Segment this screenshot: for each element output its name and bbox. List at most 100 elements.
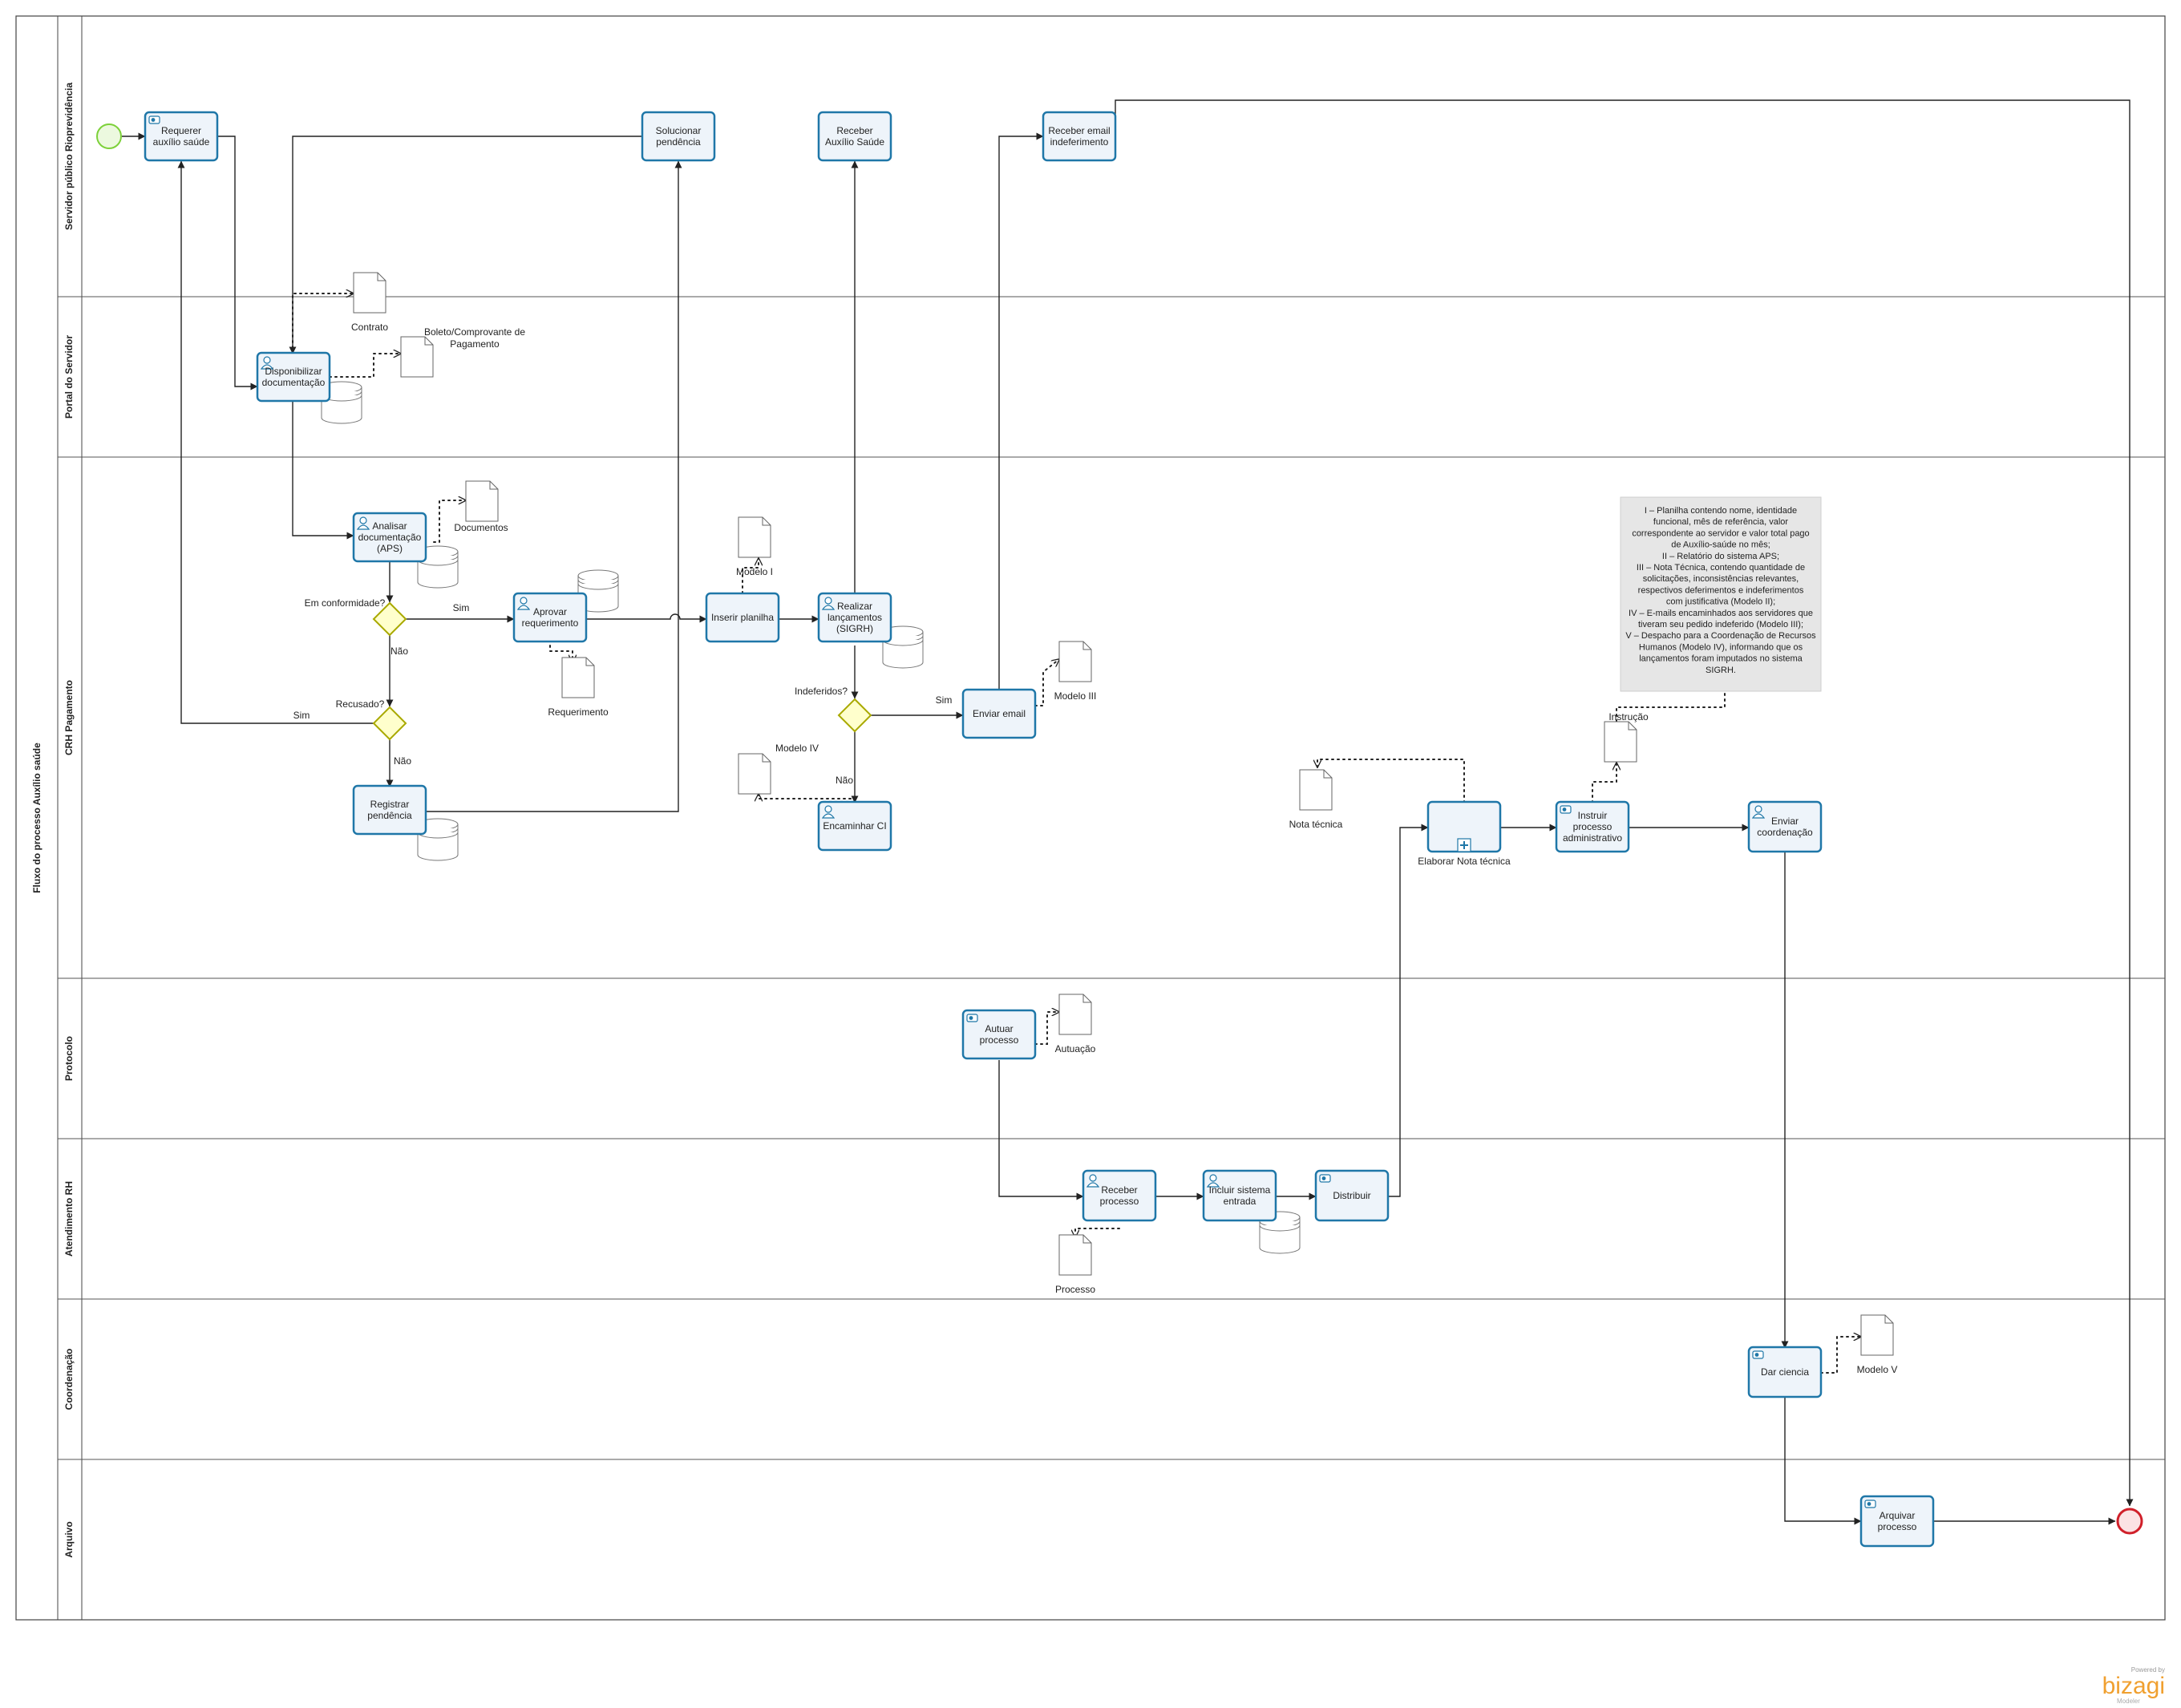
task-box[interactable] [1314,1169,1390,1222]
task-box[interactable] [1202,1169,1277,1222]
artifact-label-modelo5: Modelo V [1857,1364,1898,1375]
user-task-icon [516,597,531,610]
task-box[interactable] [817,111,892,162]
task-box[interactable] [1555,800,1630,853]
document-icon [1860,1314,1894,1356]
subprocess-plus-icon [1457,838,1471,852]
task-box[interactable] [1859,1495,1935,1548]
lane-label-protocolo: Protocolo [63,1036,75,1081]
database-icon [417,818,459,861]
task-box[interactable] [1042,111,1117,162]
lane-label-atendimento: Atendimento RH [63,1181,75,1257]
flow-label-sim: Sim [936,694,953,706]
gateway-diamond[interactable] [372,601,407,637]
association-annotation [1616,692,1726,722]
gateway-label: Recusado? [336,698,385,710]
task-box[interactable] [144,111,219,162]
flow-label-nao: Não [394,755,411,767]
service-task-icon [148,115,160,124]
task-box[interactable] [817,800,892,852]
end-event[interactable] [2116,1508,2143,1535]
flow-labels: Sim Não Sim Não Sim Não [293,602,953,786]
task-box[interactable] [1747,1346,1823,1398]
task-box[interactable] [352,784,427,836]
bizagi-logo: Powered by bizagi Modeler [2102,1666,2165,1705]
task-box[interactable] [705,592,780,643]
gateway-diamond[interactable] [372,706,407,741]
flow-recusado-requerer [177,160,374,724]
task-elaborar[interactable]: Elaborar Nota técnica [1418,800,1511,867]
association-modelo4 [759,793,852,799]
task-box[interactable] [961,1009,1037,1060]
gateway-em-conformidade[interactable]: Em conformidade? [305,597,407,637]
flow-aprovar-inserir [586,613,707,623]
artifact-label-contrato: Contrato [351,322,388,333]
artifact-label-modelo4: Modelo IV [775,743,819,754]
task-box[interactable] [512,592,588,643]
association-modelo5 [1820,1337,1862,1374]
start-event[interactable] [96,123,122,149]
task-inserir[interactable]: Inserir planilha [705,592,780,643]
artifact-label-modelo3: Modelo III [1054,690,1097,702]
gateway-indeferidos[interactable]: Indeferidos? [795,686,872,733]
document-icon [1299,769,1333,811]
service-task-icon [1752,1350,1764,1359]
artifact-label-modelo1: Modelo I [736,566,773,577]
task-enviar-email[interactable]: Enviar email [961,688,1037,739]
task-box[interactable] [1082,1169,1157,1222]
association-autuacao [1034,1012,1060,1045]
task-dar-ciencia[interactable]: Dar ciencia [1747,1346,1823,1398]
association-modelo3 [1034,659,1059,706]
logo-powered: Powered by [2131,1666,2165,1674]
task-box[interactable] [817,592,892,643]
association-notatecnica [1317,759,1465,803]
task-box[interactable] [961,688,1037,739]
association-boleto [329,354,402,378]
task-label: Distribuir [1333,1190,1370,1201]
task-label: Elaborar Nota técnica [1418,856,1511,867]
gateway-recusado[interactable]: Recusado? [336,698,407,741]
gateway-diamond[interactable] [837,698,872,733]
user-task-icon [1751,805,1766,819]
task-encaminhar[interactable]: Encaminhar CI [817,800,892,852]
task-box[interactable] [641,111,716,162]
document-icon [738,753,771,795]
task-box[interactable] [1747,800,1823,853]
lane-label-crh: CRH Pagamento [63,680,75,755]
user-task-icon [821,597,836,610]
pool-border [15,15,2166,1621]
task-box[interactable] [256,351,331,403]
annotation-box [1620,496,1822,692]
user-task-icon [1086,1174,1100,1188]
task-label: Dar ciencia [1761,1366,1809,1378]
flow-distribuir-elaborar [1388,824,1429,1197]
flow-darciencia-arquivar [1784,1398,1862,1525]
flow-solucionar-disponibilizar [289,136,642,354]
task-distribuir[interactable]: Distribuir [1314,1169,1390,1222]
task-box[interactable] [352,512,427,563]
artifact-label-instrucao: Instrução [1608,711,1649,722]
